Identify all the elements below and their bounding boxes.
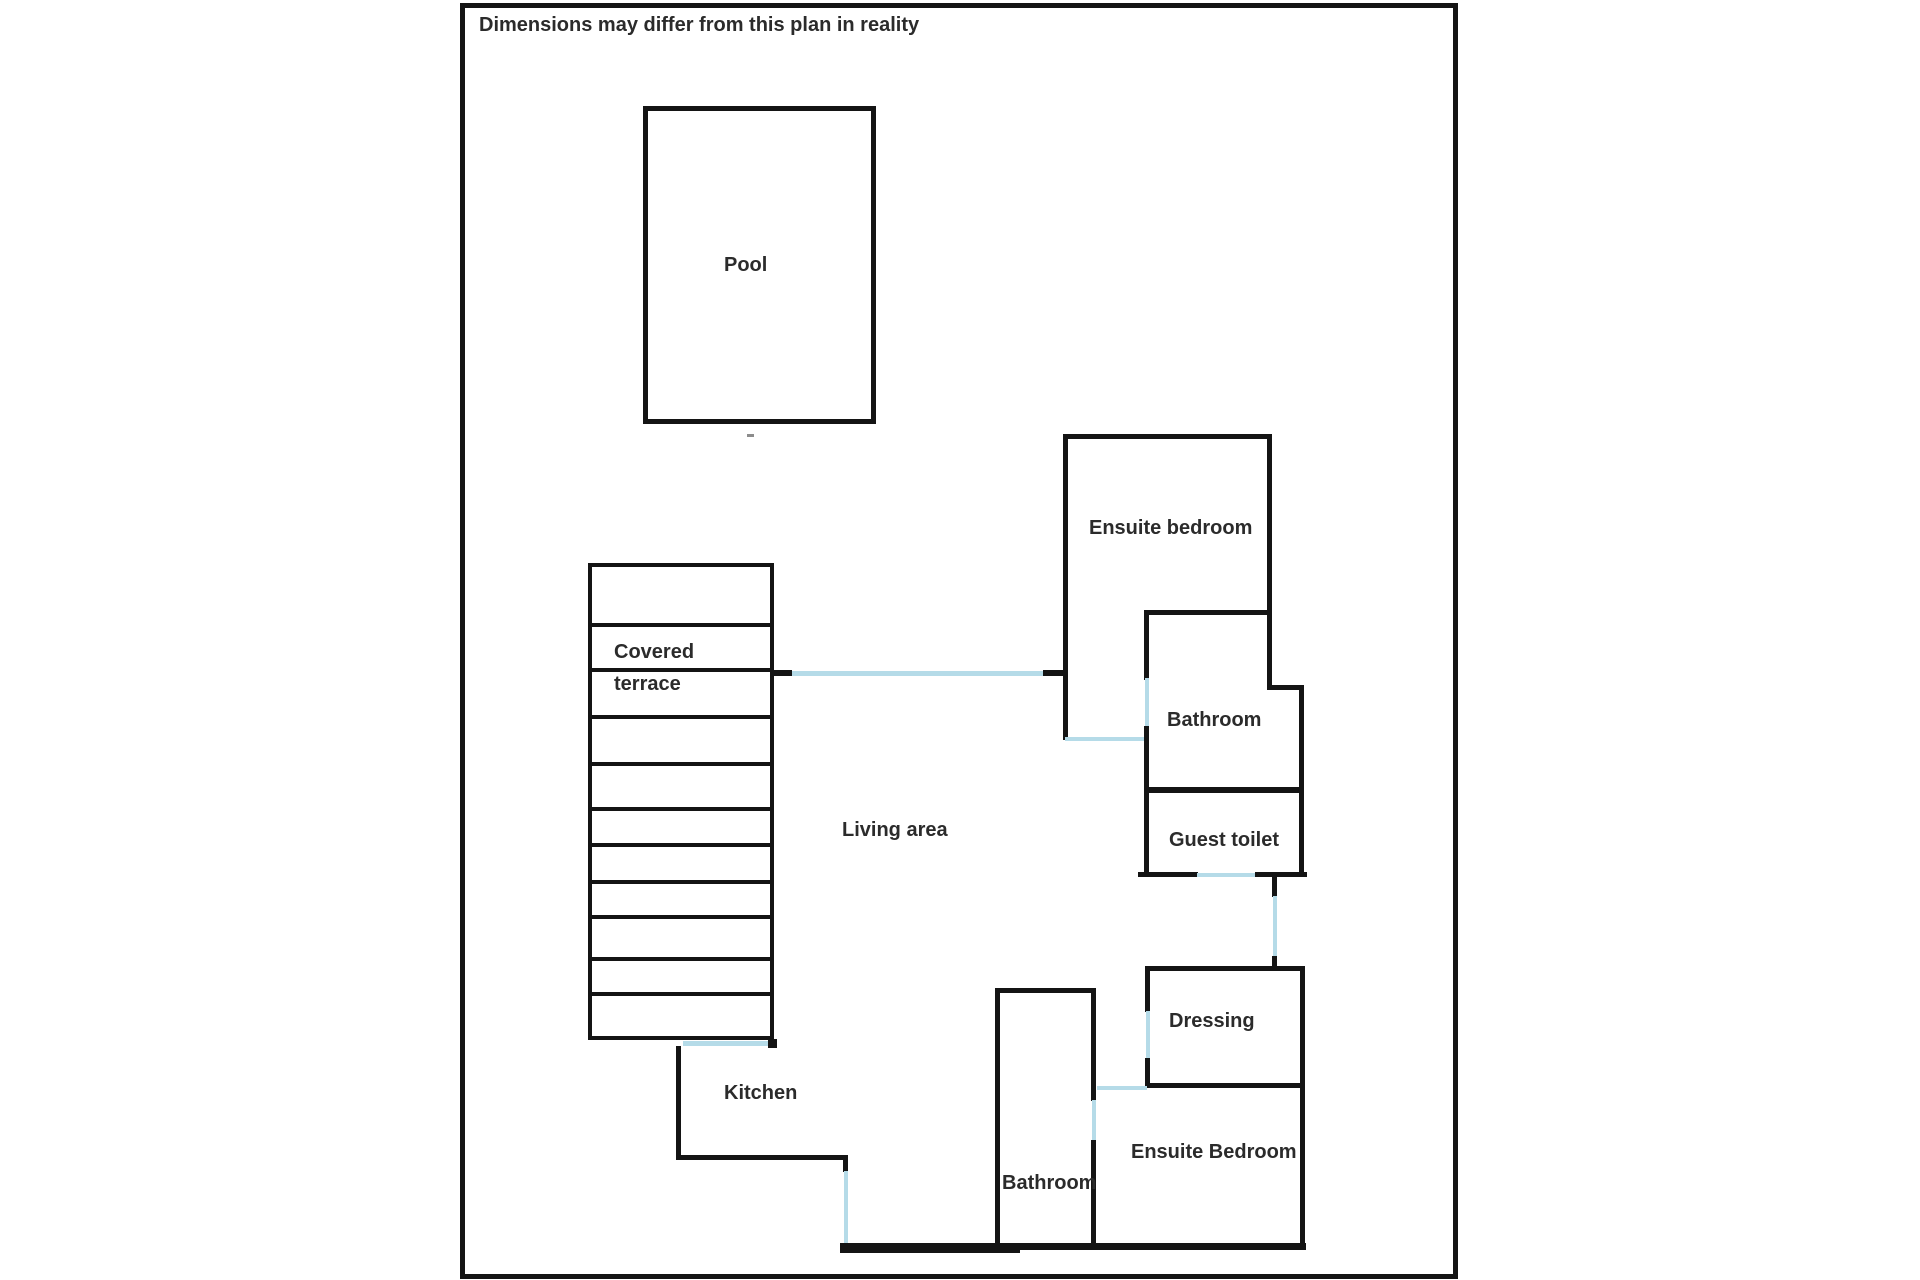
wall-bathroom-bottom-north bbox=[995, 988, 1096, 993]
room-label-covered-terrace-line2: terrace bbox=[614, 673, 681, 695]
terrace-slat bbox=[592, 915, 770, 919]
door-ensuite-bottom-north bbox=[1097, 1086, 1147, 1090]
wall-ensuite-top-east bbox=[1267, 434, 1272, 617]
corridor-door-line bbox=[792, 671, 1043, 676]
wall-kitchen-tick bbox=[843, 1155, 848, 1172]
wall-connector-tick-top bbox=[1272, 875, 1277, 897]
room-label-bathroom-bottom: Bathroom bbox=[1002, 1172, 1097, 1194]
wall-bathroom-top-west-lower bbox=[1144, 726, 1149, 792]
door-bathroom-top-west bbox=[1145, 678, 1149, 728]
wall-terrace-door-cap bbox=[768, 1039, 777, 1048]
wall-guest-toilet-east bbox=[1299, 787, 1304, 877]
wall-ensuite-top-west bbox=[1063, 434, 1068, 740]
wall-guest-toilet-north bbox=[1144, 787, 1304, 793]
wall-dressing-west-upper bbox=[1145, 966, 1150, 1012]
terrace-slat bbox=[592, 762, 770, 766]
pool-step-mark bbox=[747, 434, 754, 437]
wall-ensuite-top-north bbox=[1063, 434, 1272, 439]
door-kitchen-vertical bbox=[844, 1171, 848, 1244]
wall-bottom-main-thick bbox=[840, 1243, 1020, 1253]
wall-bathroom-top-east-upper bbox=[1267, 613, 1272, 690]
terrace-slat bbox=[592, 843, 770, 847]
room-label-kitchen: Kitchen bbox=[724, 1082, 798, 1104]
wall-dressing-west-lower bbox=[1145, 1058, 1150, 1087]
terrace-slat bbox=[592, 992, 770, 996]
wall-bathroom-top-step bbox=[1267, 685, 1304, 690]
terrace-slat bbox=[592, 668, 770, 672]
wall-bathroom-bottom-east-upper bbox=[1091, 988, 1096, 1101]
terrace-slat bbox=[592, 880, 770, 884]
wall-dressing-ensuite-east bbox=[1300, 966, 1305, 1249]
wall-kitchen-west bbox=[676, 1046, 681, 1159]
room-label-living-area: Living area bbox=[842, 819, 948, 841]
wall-guest-toilet-south-left bbox=[1138, 872, 1198, 877]
disclaimer-text: Dimensions may differ from this plan in … bbox=[479, 14, 920, 36]
room-label-dressing: Dressing bbox=[1169, 1010, 1255, 1032]
room-label-guest-toilet: Guest toilet bbox=[1169, 829, 1280, 851]
wall-dressing-north bbox=[1145, 966, 1305, 971]
wall-connector-tick-bottom bbox=[1272, 956, 1277, 970]
wall-guest-toilet-west bbox=[1144, 787, 1149, 877]
wall-bathroom-top-east-lower bbox=[1299, 685, 1304, 792]
door-connector-vertical bbox=[1273, 896, 1277, 958]
wall-bathroom-top-west-upper bbox=[1144, 610, 1149, 680]
wall-dressing-south bbox=[1145, 1083, 1305, 1088]
room-label-ensuite-bedroom-bottom: Ensuite Bedroom bbox=[1131, 1141, 1297, 1163]
corridor-wall-cap-right bbox=[1043, 670, 1065, 676]
wall-guest-toilet-south-right bbox=[1255, 872, 1307, 877]
wall-bathroom-bottom-west bbox=[995, 988, 1000, 1248]
corridor-wall-cap-left bbox=[773, 670, 792, 676]
wall-bathroom-bottom-east-lower bbox=[1091, 1140, 1096, 1248]
terrace-slat bbox=[592, 715, 770, 719]
wall-bathroom-top-north bbox=[1144, 610, 1272, 615]
room-label-covered-terrace-line1: Covered bbox=[614, 641, 695, 663]
door-ensuite-top-south bbox=[1065, 737, 1145, 741]
wall-kitchen-south bbox=[676, 1155, 848, 1160]
terrace-slat bbox=[592, 807, 770, 811]
room-label-ensuite-bedroom-top: Ensuite bedroom bbox=[1089, 517, 1253, 539]
terrace-slat bbox=[592, 623, 770, 627]
pool-outline bbox=[643, 106, 876, 424]
door-guest-toilet-south bbox=[1197, 873, 1255, 877]
door-bathroom-bottom-east bbox=[1092, 1100, 1096, 1141]
door-dressing-west bbox=[1146, 1011, 1150, 1060]
terrace-slat bbox=[592, 957, 770, 961]
room-label-bathroom-top: Bathroom bbox=[1167, 709, 1262, 731]
wall-bottom-main bbox=[1018, 1243, 1306, 1250]
terrace-outline bbox=[588, 563, 774, 1040]
room-label-pool: Pool bbox=[724, 254, 768, 276]
door-terrace-south bbox=[683, 1041, 768, 1046]
plan-outer-border bbox=[460, 3, 1458, 1279]
